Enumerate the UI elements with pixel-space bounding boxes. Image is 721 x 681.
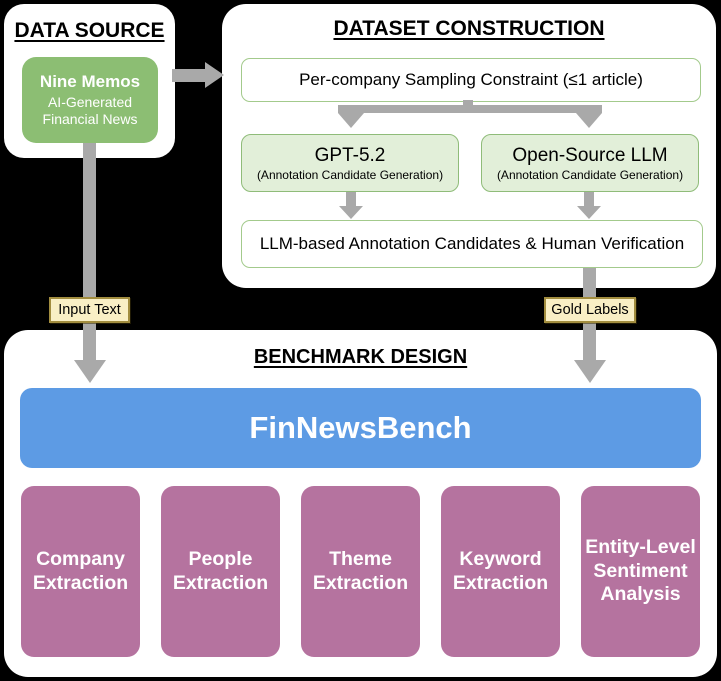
source-to-dataset-arrowhead [205, 62, 224, 88]
open-source-llm-name: Open-Source LLM [512, 144, 668, 166]
sampling-constraint-node: Per-company Sampling Constraint (≤1 arti… [241, 58, 701, 102]
open-source-llm-node: Open-Source LLM (Annotation Candidate Ge… [481, 134, 699, 192]
gpt-generator-subtitle: (Annotation Candidate Generation) [256, 167, 444, 182]
task-theme-extraction: Theme Extraction [301, 486, 420, 657]
verification-node: LLM-based Annotation Candidates & Human … [241, 220, 703, 268]
source-to-dataset-arrow-stem [172, 69, 205, 82]
task-company-extraction: Company Extraction [21, 486, 140, 657]
input-text-arrowhead [74, 360, 106, 383]
data-source-panel: DATA SOURCE Nine Memos AI-Generated Fina… [4, 4, 175, 158]
split-arrowhead-left [338, 113, 364, 128]
gpt-to-verification-arrow-stem [346, 192, 356, 206]
nine-memos-subtitle-line1: AI-Generated [47, 93, 133, 110]
task-entity-sentiment: Entity-Level Sentiment Analysis [581, 486, 700, 657]
benchmark-design-title: BENCHMARK DESIGN [253, 346, 468, 368]
open-source-llm-subtitle: (Annotation Candidate Generation) [496, 167, 684, 182]
finnewsbench-node: FinNewsBench [20, 388, 701, 468]
nine-memos-name: Nine Memos [39, 71, 141, 91]
oss-to-verification-arrow-stem [584, 192, 594, 206]
nine-memos-subtitle-line2: Financial News [42, 111, 138, 127]
dataset-construction-title: DATASET CONSTRUCTION [333, 17, 605, 40]
oss-to-verification-arrowhead [577, 206, 601, 219]
gold-labels-arrowhead [574, 360, 606, 383]
dataset-construction-panel: DATASET CONSTRUCTION Per-company Samplin… [222, 4, 716, 288]
gpt-generator-name: GPT-5.2 [314, 144, 386, 166]
task-row: Company Extraction People Extraction The… [21, 486, 700, 657]
gold-labels-label: Gold Labels [544, 297, 636, 323]
gpt-to-verification-arrowhead [339, 206, 363, 219]
gpt-generator-node: GPT-5.2 (Annotation Candidate Generation… [241, 134, 459, 192]
benchmark-design-panel: BENCHMARK DESIGN FinNewsBench Company Ex… [4, 330, 717, 677]
input-text-label: Input Text [49, 297, 130, 323]
split-arrowhead-right [576, 113, 602, 128]
input-text-arrow-stem [83, 143, 96, 360]
task-people-extraction: People Extraction [161, 486, 280, 657]
split-arrow-stem [463, 100, 473, 109]
data-source-title: DATA SOURCE [14, 19, 165, 42]
nine-memos-node: Nine Memos AI-Generated Financial News [22, 57, 158, 143]
task-keyword-extraction: Keyword Extraction [441, 486, 560, 657]
split-arrow-bar [338, 105, 602, 113]
